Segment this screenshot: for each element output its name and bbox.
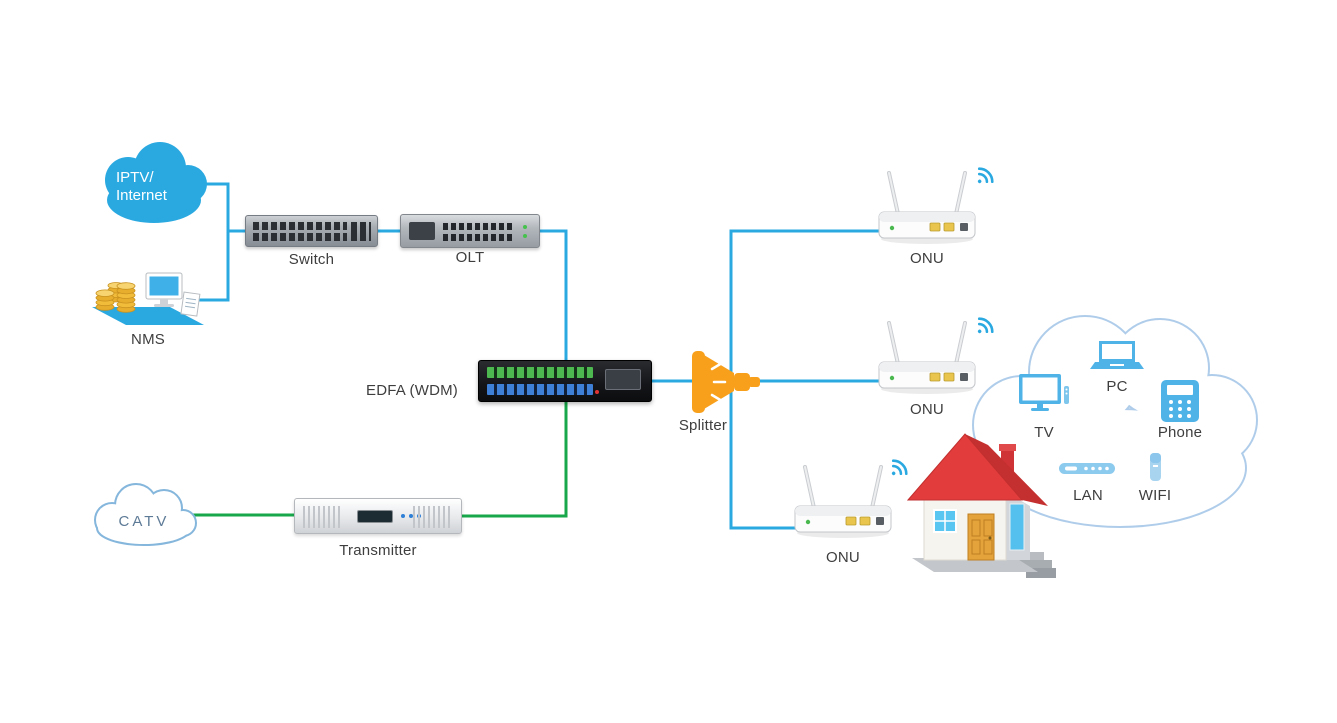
iptv-internet-cloud: IPTV/ Internet xyxy=(90,138,218,230)
wifi-dongle-icon xyxy=(1145,450,1165,484)
phone-icon xyxy=(1158,378,1202,424)
pc-label: PC xyxy=(1106,378,1128,395)
nms-icon xyxy=(92,272,204,325)
internet-cloud-icon: IPTV/ Internet xyxy=(105,142,207,223)
switch-device xyxy=(245,215,378,247)
transmitter-led xyxy=(401,514,405,518)
transmitter-vents-left xyxy=(303,506,343,528)
wifi-signal-icon xyxy=(972,163,998,189)
onu-icon xyxy=(878,321,976,394)
switch-label: Switch xyxy=(288,251,335,268)
onu-middle-device xyxy=(872,318,982,398)
phone-label: Phone xyxy=(1157,424,1203,441)
nms-station xyxy=(92,255,204,333)
transmitter-led xyxy=(409,514,413,518)
pc-icon xyxy=(1090,340,1144,376)
catv-label: CATV xyxy=(119,513,170,530)
nms-label: NMS xyxy=(131,331,165,348)
nms-document-icon xyxy=(180,291,201,317)
olt-device xyxy=(400,214,540,248)
olt-led xyxy=(523,225,527,229)
coin-stack-left-icon xyxy=(95,289,115,311)
transmitter-label: Transmitter xyxy=(339,542,417,559)
catv-cloud: CATV xyxy=(84,476,210,550)
nms-monitor-icon xyxy=(145,272,183,307)
coin-stack-right-icon xyxy=(116,282,136,313)
lan-icon xyxy=(1058,458,1118,480)
wire-transmitter-to-edfa xyxy=(461,401,568,518)
wifi-label: WIFI xyxy=(1138,487,1172,504)
switch-uplink-ports xyxy=(351,222,371,241)
olt-led xyxy=(523,234,527,238)
splitter-label: Splitter xyxy=(678,417,728,434)
iptv-cloud-label-line1: IPTV/ xyxy=(116,169,154,186)
onu-middle-label: ONU xyxy=(910,401,944,418)
tv-label: TV xyxy=(1034,424,1054,441)
switch-ports-row2 xyxy=(253,233,347,241)
catv-cloud-icon: CATV xyxy=(94,483,197,546)
house-icon xyxy=(906,433,1056,578)
onu-top-label: ONU xyxy=(910,250,944,267)
onu-icon xyxy=(794,465,892,538)
lan-label: LAN xyxy=(1073,487,1103,504)
edfa-ports-row-green xyxy=(487,367,593,378)
edfa-wdm-device xyxy=(478,360,652,402)
transmitter-display xyxy=(357,510,393,523)
switch-ports-row1 xyxy=(253,222,347,230)
tv-icon xyxy=(1018,372,1070,418)
onu-icon xyxy=(878,171,976,244)
olt-label: OLT xyxy=(455,249,485,266)
onu-bottom-label: ONU xyxy=(826,549,860,566)
edfa-display xyxy=(605,369,641,390)
edfa-label: EDFA (WDM) xyxy=(366,382,458,399)
transmitter-vents-right xyxy=(413,506,453,528)
olt-display-panel xyxy=(409,222,435,240)
edfa-led xyxy=(595,390,599,394)
optical-splitter xyxy=(692,349,764,415)
iptv-cloud-label-line2: Internet xyxy=(116,187,168,204)
olt-ports-row2 xyxy=(443,234,515,241)
wire-olt-to-edfa xyxy=(539,229,568,361)
wifi-signal-icon xyxy=(886,455,912,481)
splitter-icon xyxy=(692,351,760,413)
onu-top-device xyxy=(872,168,982,248)
subscriber-house xyxy=(898,410,1058,585)
edfa-ports-row-blue xyxy=(487,384,593,395)
transmitter-device xyxy=(294,498,462,534)
onu-bottom-device xyxy=(788,462,898,542)
wifi-signal-icon xyxy=(972,313,998,339)
olt-ports-row1 xyxy=(443,223,515,230)
